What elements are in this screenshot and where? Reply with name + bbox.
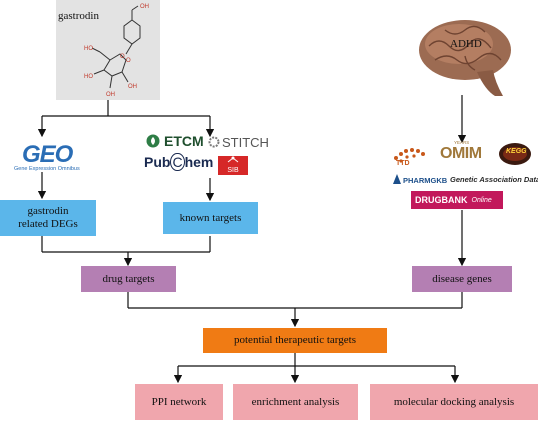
svg-text:OH: OH [106, 92, 115, 98]
gastrodin-molecule-icon: OH O O HO HO OH OH [84, 4, 149, 98]
drugbank-logo: DRUGBANK Online [411, 191, 503, 209]
gad-logo: Genetic Association Database [450, 175, 538, 184]
svg-text:OH: OH [140, 4, 149, 10]
drugbank-logo-text: DRUGBANK [415, 195, 468, 205]
stitch-logo: STITCH [222, 135, 269, 150]
svg-text:HO: HO [84, 46, 93, 52]
potential-targets-label: potential therapeutic targets [234, 334, 356, 347]
geo-logo: GEO [22, 141, 73, 168]
pubchem-text-left: Pub [144, 154, 171, 170]
drugbank-logo-online: Online [471, 196, 492, 204]
omim-years: YEARS [454, 140, 470, 145]
drug-targets-box: drug targets [81, 266, 176, 292]
sib-logo: SIB [218, 156, 248, 175]
gastrodin-related-degs-box: gastrodin related DEGs [0, 200, 96, 236]
omim-logo: OMIM [440, 145, 482, 162]
svg-text:HO: HO [84, 74, 93, 80]
pharmgkb-icon [393, 174, 401, 184]
adhd-label: ADHD [450, 38, 482, 50]
known-targets-box: known targets [163, 202, 258, 234]
degs-line-1: gastrodin [27, 205, 69, 218]
geo-logo-subtitle: Gene Expression Omnibus [14, 166, 80, 172]
sib-text: SIB [227, 167, 239, 174]
kegg-logo-text: KEGG [506, 148, 527, 155]
ppi-network-label: PPI network [151, 395, 207, 408]
etcm-logo: ETCM [164, 133, 204, 149]
ttd-logo-dots-icon [394, 148, 425, 163]
degs-line-2: related DEGs [18, 218, 78, 230]
ppi-network-box: PPI network [135, 384, 223, 420]
svg-text:O: O [120, 54, 125, 60]
sib-molecule-icon [227, 156, 239, 163]
potential-therapeutic-targets-box: potential therapeutic targets [203, 328, 387, 353]
enrichment-analysis-box: enrichment analysis [233, 384, 358, 420]
gastrodin-label: gastrodin [58, 10, 99, 22]
known-targets-label: known targets [179, 211, 242, 224]
pubchem-text-c: C [170, 153, 185, 171]
svg-text:O: O [126, 58, 131, 64]
brain-icon [419, 20, 511, 96]
pharmgkb-logo: PHARMGKB [403, 176, 448, 185]
drug-targets-label: drug targets [102, 272, 155, 285]
kegg-logo [499, 143, 531, 165]
pubchem-text-right: hem [184, 154, 214, 170]
disease-genes-box: disease genes [412, 266, 512, 292]
svg-text:OH: OH [128, 84, 137, 90]
enrichment-analysis-label: enrichment analysis [251, 395, 340, 408]
disease-genes-label: disease genes [432, 272, 492, 285]
etcm-leaf-icon [146, 134, 160, 148]
ttd-logo: TTD [396, 160, 410, 167]
stitch-gear-icon [208, 136, 220, 148]
gastrodin-structure-panel [56, 0, 160, 100]
molecular-docking-box: molecular docking analysis [370, 384, 538, 420]
molecular-docking-label: molecular docking analysis [393, 395, 515, 408]
